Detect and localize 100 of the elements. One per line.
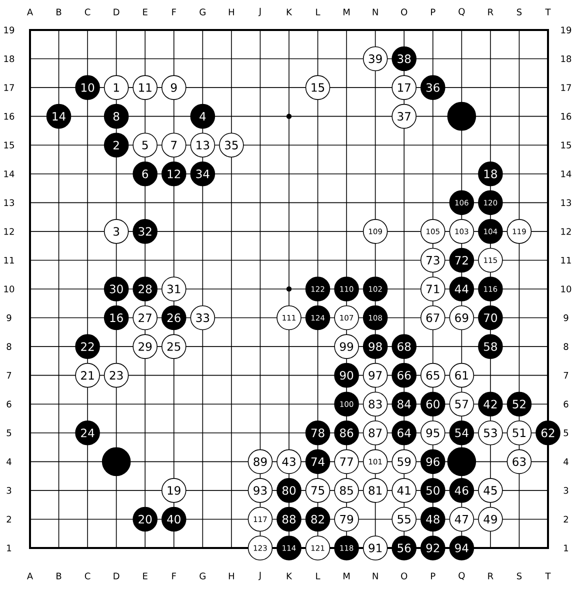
go-stone: 35: [219, 132, 244, 158]
go-stone: 57: [449, 392, 474, 416]
go-stone: 25: [161, 334, 186, 359]
go-stone: 5: [132, 132, 158, 158]
coordinate-label: 3: [564, 487, 568, 494]
go-stone: 47: [449, 506, 474, 532]
coordinate-label: R: [488, 8, 494, 16]
coordinate-label: 3: [6, 487, 12, 494]
coordinate-label: K: [286, 572, 292, 580]
coordinate-label: 18: [561, 55, 572, 62]
go-stone: [447, 102, 476, 131]
go-stone: 18: [478, 161, 503, 186]
go-stone: 7: [161, 132, 186, 158]
coordinate-label: 18: [4, 55, 14, 62]
coordinate-label: 1: [564, 544, 568, 552]
go-stone: 45: [478, 478, 503, 503]
go-stone: 17: [392, 75, 416, 100]
coordinate-label: K: [286, 8, 292, 16]
go-stone: 6: [132, 161, 158, 186]
go-stone: 74: [305, 449, 330, 474]
go-stone: 52: [506, 392, 532, 416]
go-stone: 75: [305, 478, 330, 503]
go-stone: 81: [362, 478, 388, 503]
go-stone: 40: [161, 506, 186, 532]
coordinate-label: 4: [6, 458, 12, 465]
coordinate-label: L: [316, 572, 320, 580]
coordinate-label: B: [56, 8, 62, 16]
go-stone: 83: [362, 392, 388, 416]
go-stone: 93: [248, 478, 273, 503]
go-stone: 96: [420, 449, 446, 474]
coordinate-label: H: [228, 572, 234, 580]
go-stone: 90: [334, 362, 359, 388]
coordinate-label: C: [84, 8, 90, 16]
go-stone: 32: [132, 219, 158, 244]
coordinate-label: 13: [561, 199, 571, 206]
go-stone: [447, 447, 476, 476]
coordinate-label: 17: [561, 84, 571, 91]
coordinate-label: 16: [561, 112, 572, 120]
coordinate-label: 14: [561, 170, 572, 178]
coordinate-label: N: [372, 8, 378, 16]
go-stone: 31: [161, 276, 186, 302]
go-stone: 12: [161, 161, 186, 186]
coordinate-label: L: [316, 8, 320, 16]
go-stone: 77: [334, 449, 359, 474]
go-stone: 14: [46, 104, 72, 129]
coordinate-label: G: [200, 8, 206, 16]
coordinate-label: P: [431, 8, 436, 16]
coordinate-label: F: [172, 8, 176, 16]
coordinate-label: E: [143, 8, 148, 16]
coordinate-label: G: [200, 572, 206, 580]
go-stone: 61: [449, 362, 474, 388]
go-stone: 78: [305, 420, 330, 446]
go-stone: 71: [420, 276, 446, 302]
go-stone: 43: [276, 449, 302, 474]
coordinate-label: 12: [561, 228, 571, 235]
coordinate-label: R: [488, 572, 494, 580]
go-stone: 48: [420, 506, 446, 532]
go-stone: 3: [104, 219, 129, 244]
go-stone: 41: [392, 478, 416, 503]
go-stone: 55: [392, 506, 416, 532]
go-stone: 23: [104, 362, 129, 388]
go-stone: 46: [449, 478, 474, 503]
coordinate-label: A: [26, 8, 33, 16]
go-stone: 39: [362, 46, 388, 72]
coordinate-label: 13: [4, 199, 14, 206]
go-stone: 98: [362, 334, 388, 359]
go-stone: 15: [305, 75, 330, 100]
go-stone: 49: [478, 506, 503, 532]
coordinate-label: A: [26, 572, 33, 580]
go-stone: 94: [449, 536, 474, 560]
go-stone: 50: [420, 478, 446, 503]
coordinate-label: F: [172, 572, 176, 580]
coordinate-label: 19: [4, 26, 14, 34]
coordinate-label: N: [372, 572, 378, 580]
go-stone: 19: [161, 478, 186, 503]
coordinate-label: 9: [564, 314, 568, 322]
coordinate-label: 2: [564, 516, 568, 523]
coordinate-label: 5: [6, 430, 12, 436]
go-stone: 34: [190, 161, 216, 186]
go-stone: 33: [190, 305, 216, 330]
go-stone: 58: [478, 334, 503, 359]
go-stone: 24: [75, 420, 100, 446]
go-stone: 91: [362, 536, 388, 560]
coordinate-label: 8: [564, 343, 568, 350]
go-stone: 97: [362, 362, 388, 388]
go-stone: 42: [478, 392, 503, 416]
go-stone: 13: [190, 132, 216, 158]
go-stone: 89: [248, 449, 273, 474]
coordinate-label: 17: [4, 84, 14, 91]
coordinate-label: 6: [564, 400, 568, 408]
go-stone: 29: [132, 334, 158, 359]
go-stone: 37: [392, 104, 416, 129]
go-stone: 72: [449, 248, 474, 273]
go-stone: 85: [334, 478, 359, 503]
coordinate-label: 19: [561, 26, 572, 34]
go-stone: 80: [276, 478, 302, 503]
go-stone: 54: [449, 420, 474, 446]
go-stone: 8: [104, 104, 129, 129]
go-stone: 38: [392, 46, 416, 72]
go-stone: 65: [420, 362, 446, 388]
